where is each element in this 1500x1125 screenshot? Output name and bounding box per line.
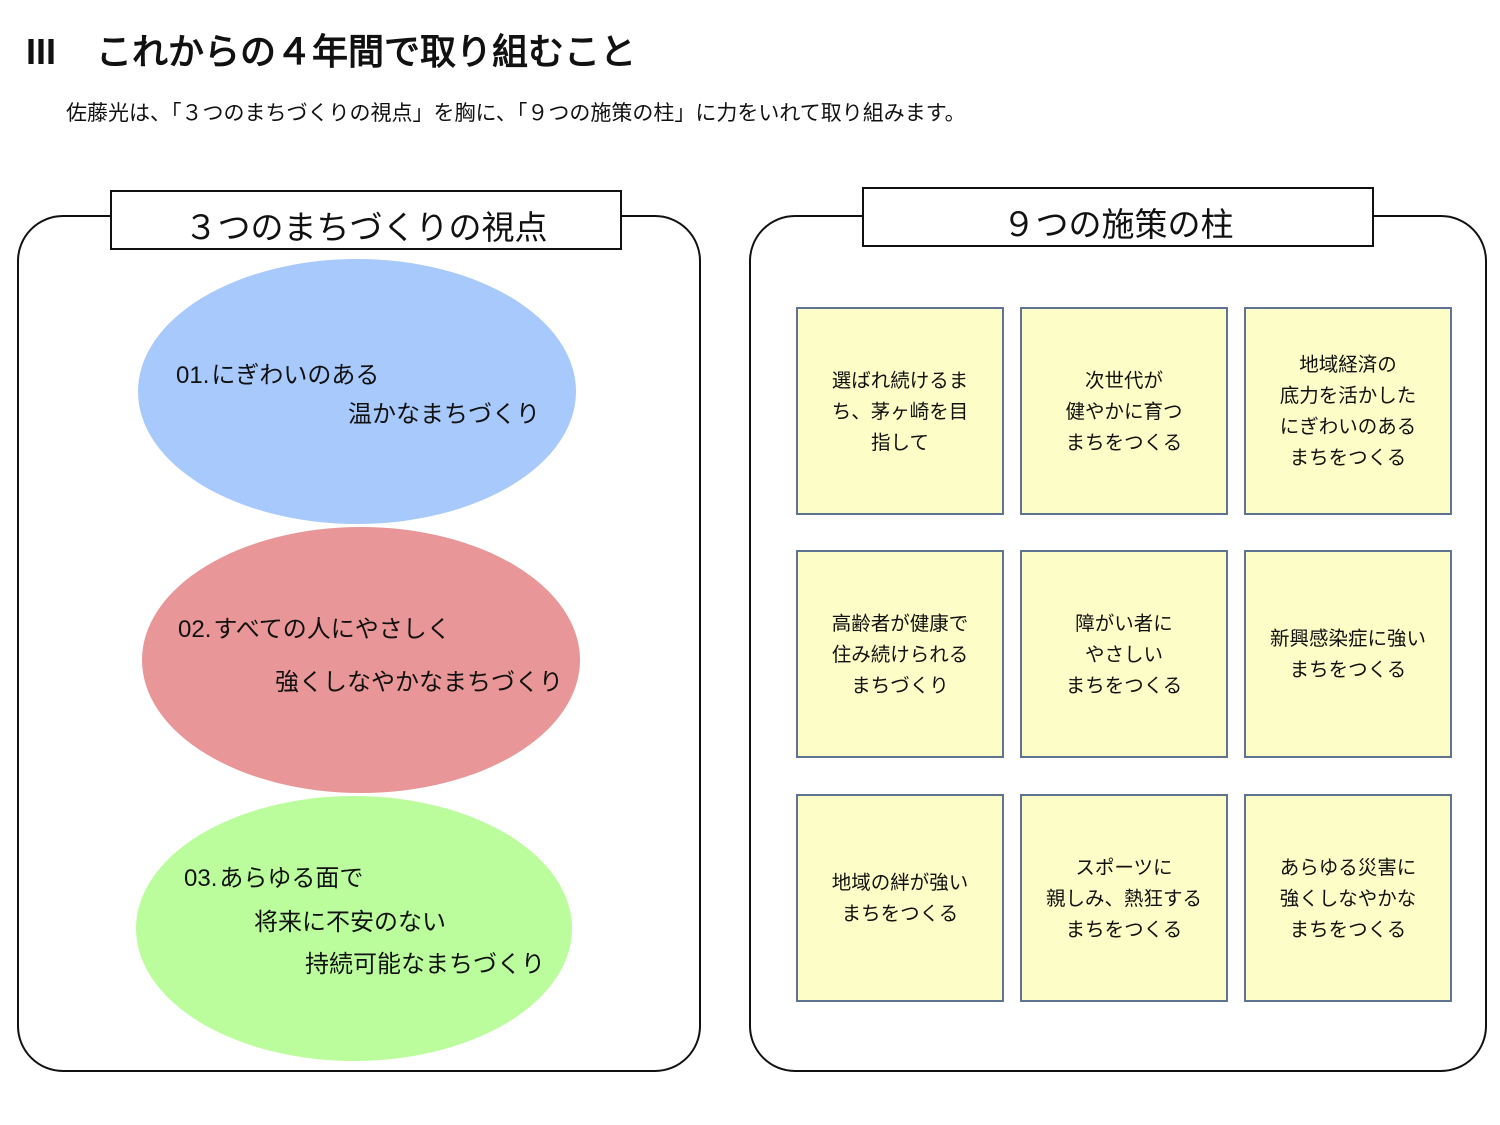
section-number: III xyxy=(26,31,57,72)
viewpoint-3-line-1: 03.あらゆる面で xyxy=(184,864,364,892)
viewpoint-1-number: 01. xyxy=(176,362,210,389)
pillar-box-9: あらゆる災害に 強くしなやかな まちをつくる xyxy=(1244,794,1452,1002)
pillar-box-8: スポーツに 親しみ、熱狂する まちをつくる xyxy=(1020,794,1228,1002)
viewpoint-2-number: 02. xyxy=(178,616,212,643)
viewpoint-3-number: 03. xyxy=(184,865,218,892)
pillar-box-6: 新興感染症に強い まちをつくる xyxy=(1244,550,1452,758)
viewpoint-1-line-1: 01.にぎわいのある xyxy=(176,361,380,389)
pillar-box-1: 選ばれ続けるま ち、茅ヶ崎を目 指して xyxy=(796,307,1004,515)
pillar-box-4: 高齢者が健康で 住み続けられる まちづくり xyxy=(796,550,1004,758)
viewpoint-3-line-2: 将来に不安のない xyxy=(254,908,446,936)
viewpoint-2-ellipse xyxy=(142,527,580,793)
viewpoint-1-ellipse xyxy=(138,259,576,524)
viewpoint-3-ellipse xyxy=(136,796,572,1061)
pillar-box-2: 次世代が 健やかに育つ まちをつくる xyxy=(1020,307,1228,515)
intro-text: 佐藤光は、「３つのまちづくりの視点」を胸に、「９つの施策の柱」に力をいれて取り組… xyxy=(66,101,966,125)
pillar-box-3: 地域経済の 底力を活かした にぎわいのある まちをつくる xyxy=(1244,307,1452,515)
viewpoints-panel-title: ３つのまちづくりの視点 xyxy=(110,190,622,250)
viewpoint-1-line-2: 温かなまちづくり xyxy=(348,400,540,428)
section-title: これからの４年間で取り組むこと xyxy=(96,32,637,73)
viewpoint-3-line-3: 持続可能なまちづくり xyxy=(305,950,545,978)
pillar-box-5: 障がい者に やさしい まちをつくる xyxy=(1020,550,1228,758)
viewpoint-2-line-2: 強くしなやかなまちづくり xyxy=(275,668,563,696)
pillar-box-7: 地域の絆が強い まちをつくる xyxy=(796,794,1004,1002)
pillars-panel-title: ９つの施策の柱 xyxy=(862,187,1374,247)
section-heading: III これからの４年間で取り組むこと xyxy=(26,26,636,78)
viewpoint-2-line-1: 02.すべての人にやさしく xyxy=(178,615,451,643)
